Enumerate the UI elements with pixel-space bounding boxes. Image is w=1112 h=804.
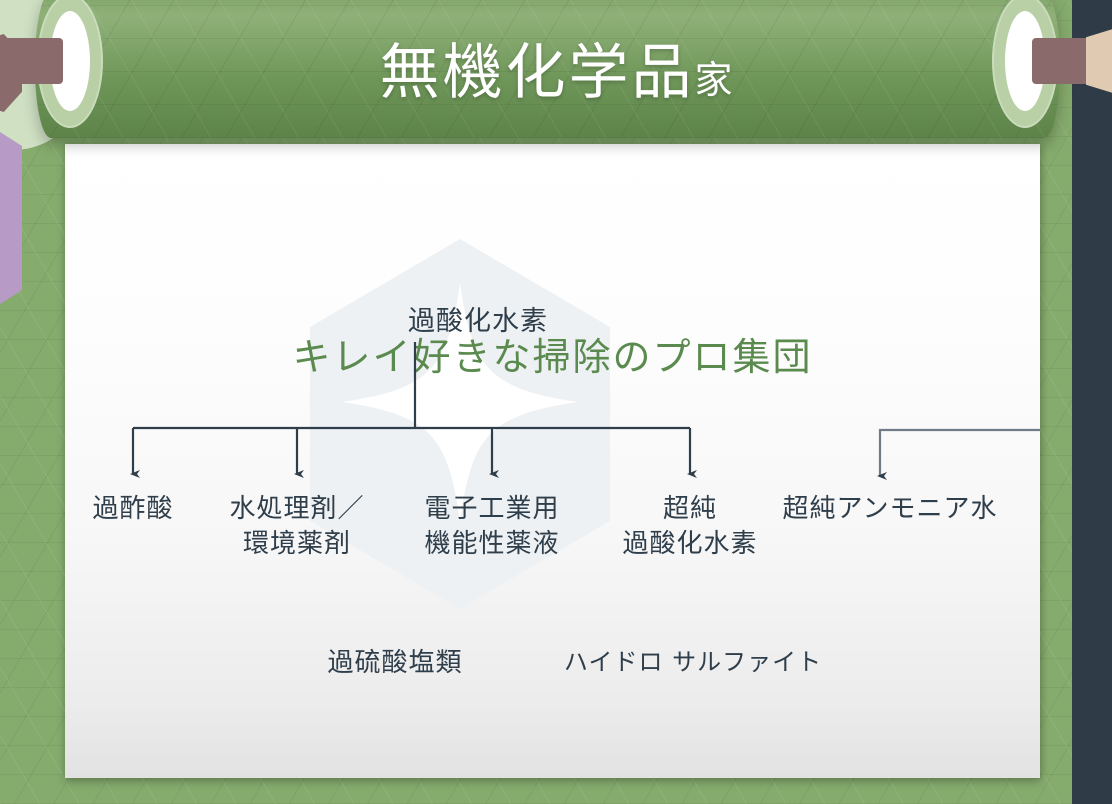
product-tree-diagram: 過酸化水素 過酢酸 水処理剤／ 環境薬剤 電子工業用 機能性薬液 超純 過酸化水… [65, 144, 1040, 778]
page-title-main: 無機化学品 [379, 38, 695, 108]
tree-node-branch-2: 水処理剤／ 環境薬剤 [229, 494, 365, 560]
tree-node-extra-2: ハイドロ サルファイト [563, 648, 823, 676]
tree-node-branch-5: 超純アンモニア水 [782, 494, 998, 524]
roller-cap-left [37, 0, 103, 128]
page-title-suffix: 家 [694, 58, 733, 102]
arrow-to-branch-5 [877, 425, 1040, 480]
roller-knob-right [1032, 38, 1090, 84]
left-ornament-purple [0, 118, 22, 318]
roller-knob-tip-right [1086, 28, 1112, 94]
tree-node-root: 過酸化水素 [408, 306, 548, 337]
tree-node-branch-4: 超純 過酸化水素 [622, 494, 758, 560]
page-subtitle: キレイ好きな掃除のプロ集団 [292, 335, 813, 379]
tree-node-branch-1: 過酢酸 [92, 494, 174, 524]
tree-connector-lines [130, 342, 1040, 480]
scroll-roller [5, 0, 1112, 138]
roller-knob-left [5, 38, 63, 84]
right-dark-edge [1072, 0, 1112, 804]
tree-node-branch-3: 電子工業用 機能性薬液 [424, 494, 560, 560]
paper-sheet: キレイ好きな掃除のプロ集団 [65, 144, 1040, 778]
tree-node-extra-1: 過硫酸塩類 [327, 648, 463, 678]
page-title: 無機化学品家 [0, 24, 1112, 111]
